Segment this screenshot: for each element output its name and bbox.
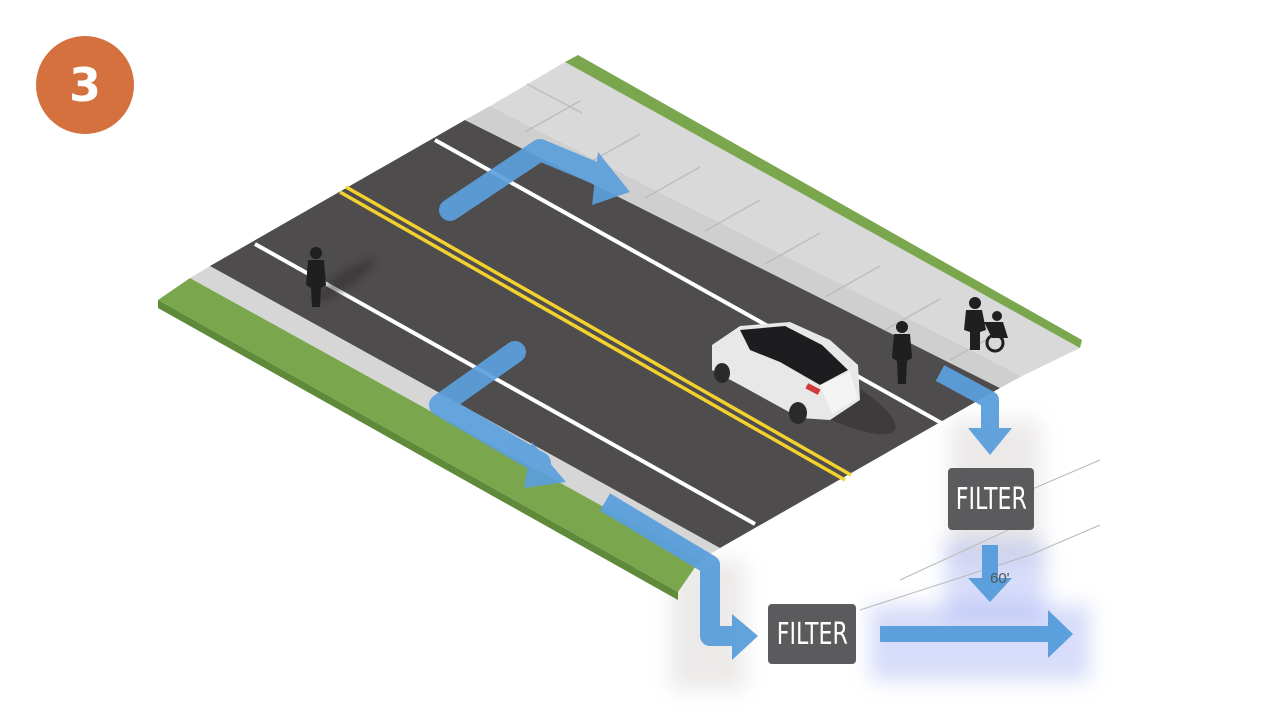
cyclist-figure	[892, 321, 912, 384]
left-grass-edge	[158, 300, 678, 600]
filter-box-lower: FILTER	[768, 604, 856, 664]
flow-arrow	[429, 341, 566, 488]
flow-arrow	[935, 365, 1012, 455]
filter-label: FILTER	[955, 481, 1027, 517]
car	[712, 322, 896, 435]
center-double-yellow	[339, 185, 852, 482]
flow-arrows	[429, 139, 1073, 660]
step-number-badge: 3	[36, 36, 134, 134]
pedestrian-with-wheelchair	[964, 297, 1008, 353]
flow-arrow	[880, 610, 1073, 658]
filter-box-upper: FILTER	[948, 468, 1034, 530]
filter-label: FILTER	[776, 616, 848, 652]
flow-arrow	[599, 493, 758, 660]
flow-arrow	[968, 545, 1012, 602]
cyclist-figure	[306, 247, 375, 307]
step-number: 3	[68, 58, 101, 112]
dimension-label: 60'	[990, 570, 1010, 587]
utility-lines	[859, 459, 1101, 611]
flow-arrow	[439, 139, 630, 221]
left-grass-strip	[158, 278, 700, 592]
sidewalk	[490, 62, 1080, 376]
right-grass-strip	[565, 55, 1082, 348]
